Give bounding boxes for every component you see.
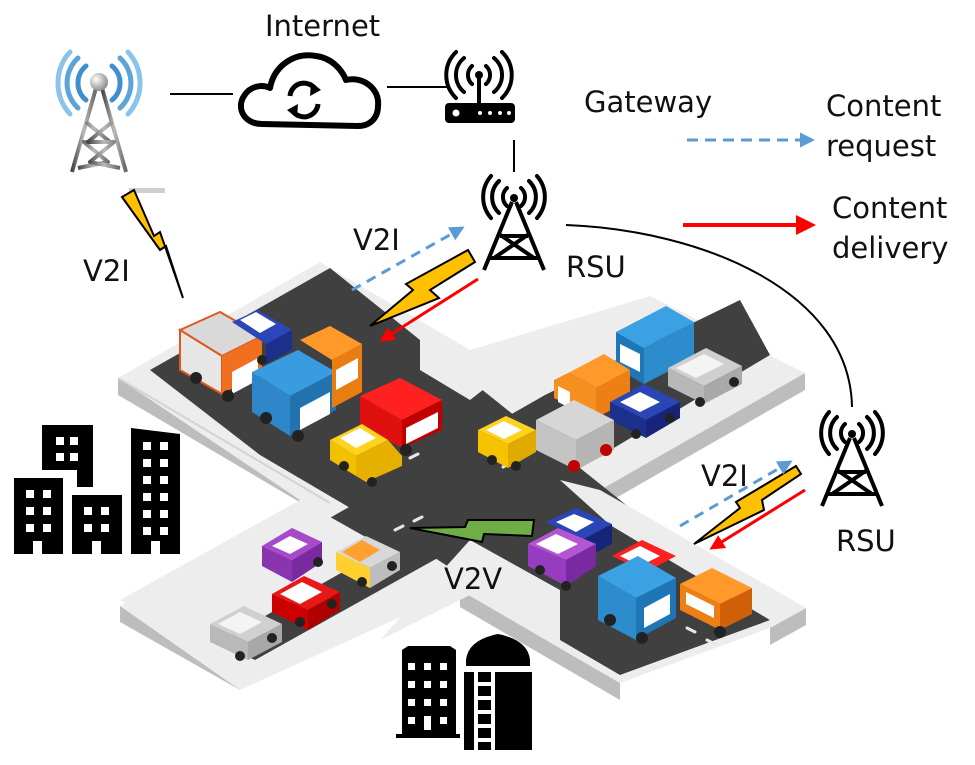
cloud-sync-icon xyxy=(237,52,382,129)
content-delivery-arrow-mid xyxy=(379,277,479,342)
buildings-icon-bottom xyxy=(396,634,532,750)
vehicle-navy-car-ne xyxy=(610,384,680,439)
vehicle-orange-van-se xyxy=(680,568,752,638)
vehicle-yellow-car-left xyxy=(330,424,402,487)
legend-delivery-line1: Content xyxy=(832,191,948,225)
vehicle-grey-van-ne xyxy=(536,400,614,472)
legend-delivery-line2: delivery xyxy=(832,231,949,265)
sidewalk-se-side xyxy=(770,608,806,645)
cell-tower-icon xyxy=(55,49,143,173)
legend-request-label: Content request xyxy=(826,86,941,166)
rsu-tower-icon-right xyxy=(819,410,885,507)
vehicles xyxy=(177,306,752,661)
v2i-left-label: V2I xyxy=(83,254,130,288)
vehicle-white-truck xyxy=(177,310,265,402)
vehicle-blue-car xyxy=(232,310,292,365)
content-delivery-arrow-right xyxy=(709,488,806,550)
lightning-icon-right xyxy=(693,464,803,545)
sidewalk-corner-west xyxy=(120,500,385,650)
vehicle-blue-truck xyxy=(252,350,336,442)
link-rsu-rsu xyxy=(565,224,853,408)
sidewalk-bottom-side xyxy=(460,590,620,700)
legend-delivery-label: Content delivery xyxy=(832,188,948,268)
vehicle-purple-car-sw xyxy=(262,528,323,582)
lightning-icon-v2v xyxy=(409,519,536,544)
v2v-label: V2V xyxy=(444,562,503,596)
lightning-icon-mid xyxy=(369,248,477,327)
legend-request-line2: request xyxy=(826,129,937,163)
rsu-tower-icon-top xyxy=(481,174,547,271)
vehicle-silver-car-ne xyxy=(668,348,742,407)
sidewalk-corner-north xyxy=(420,330,560,400)
v2i-mid-label: V2I xyxy=(353,223,400,257)
sidewalk-corner-south xyxy=(380,540,560,640)
vehicle-white-orange-car-sw xyxy=(336,536,400,588)
vehicle-red-car-sw xyxy=(272,576,340,630)
v2i-right-label: V2I xyxy=(701,459,748,493)
vehicle-silver-car-sw xyxy=(210,606,282,661)
vehicle-purple-car-se xyxy=(528,528,596,591)
gateway-label: Gateway xyxy=(584,85,713,119)
vehicle-red-bus xyxy=(360,378,442,456)
lightning-icon-left xyxy=(120,188,184,299)
sidewalk-ne-side xyxy=(600,373,805,507)
buildings-icon-left xyxy=(14,425,180,554)
vehicle-orange-van xyxy=(300,326,362,408)
legend-request-line1: Content xyxy=(826,89,942,123)
content-request-arrow-right xyxy=(679,460,793,528)
rsu-top-label: RSU xyxy=(566,250,626,284)
rsu-right-label: RSU xyxy=(836,524,896,558)
router-icon xyxy=(444,50,515,123)
vehicle-yellow-car-ne xyxy=(478,416,536,471)
antenna-bar xyxy=(129,188,165,193)
internet-label: Internet xyxy=(265,9,381,43)
vehicle-blue-truck-se xyxy=(598,556,676,644)
content-request-arrow-mid xyxy=(351,226,465,292)
